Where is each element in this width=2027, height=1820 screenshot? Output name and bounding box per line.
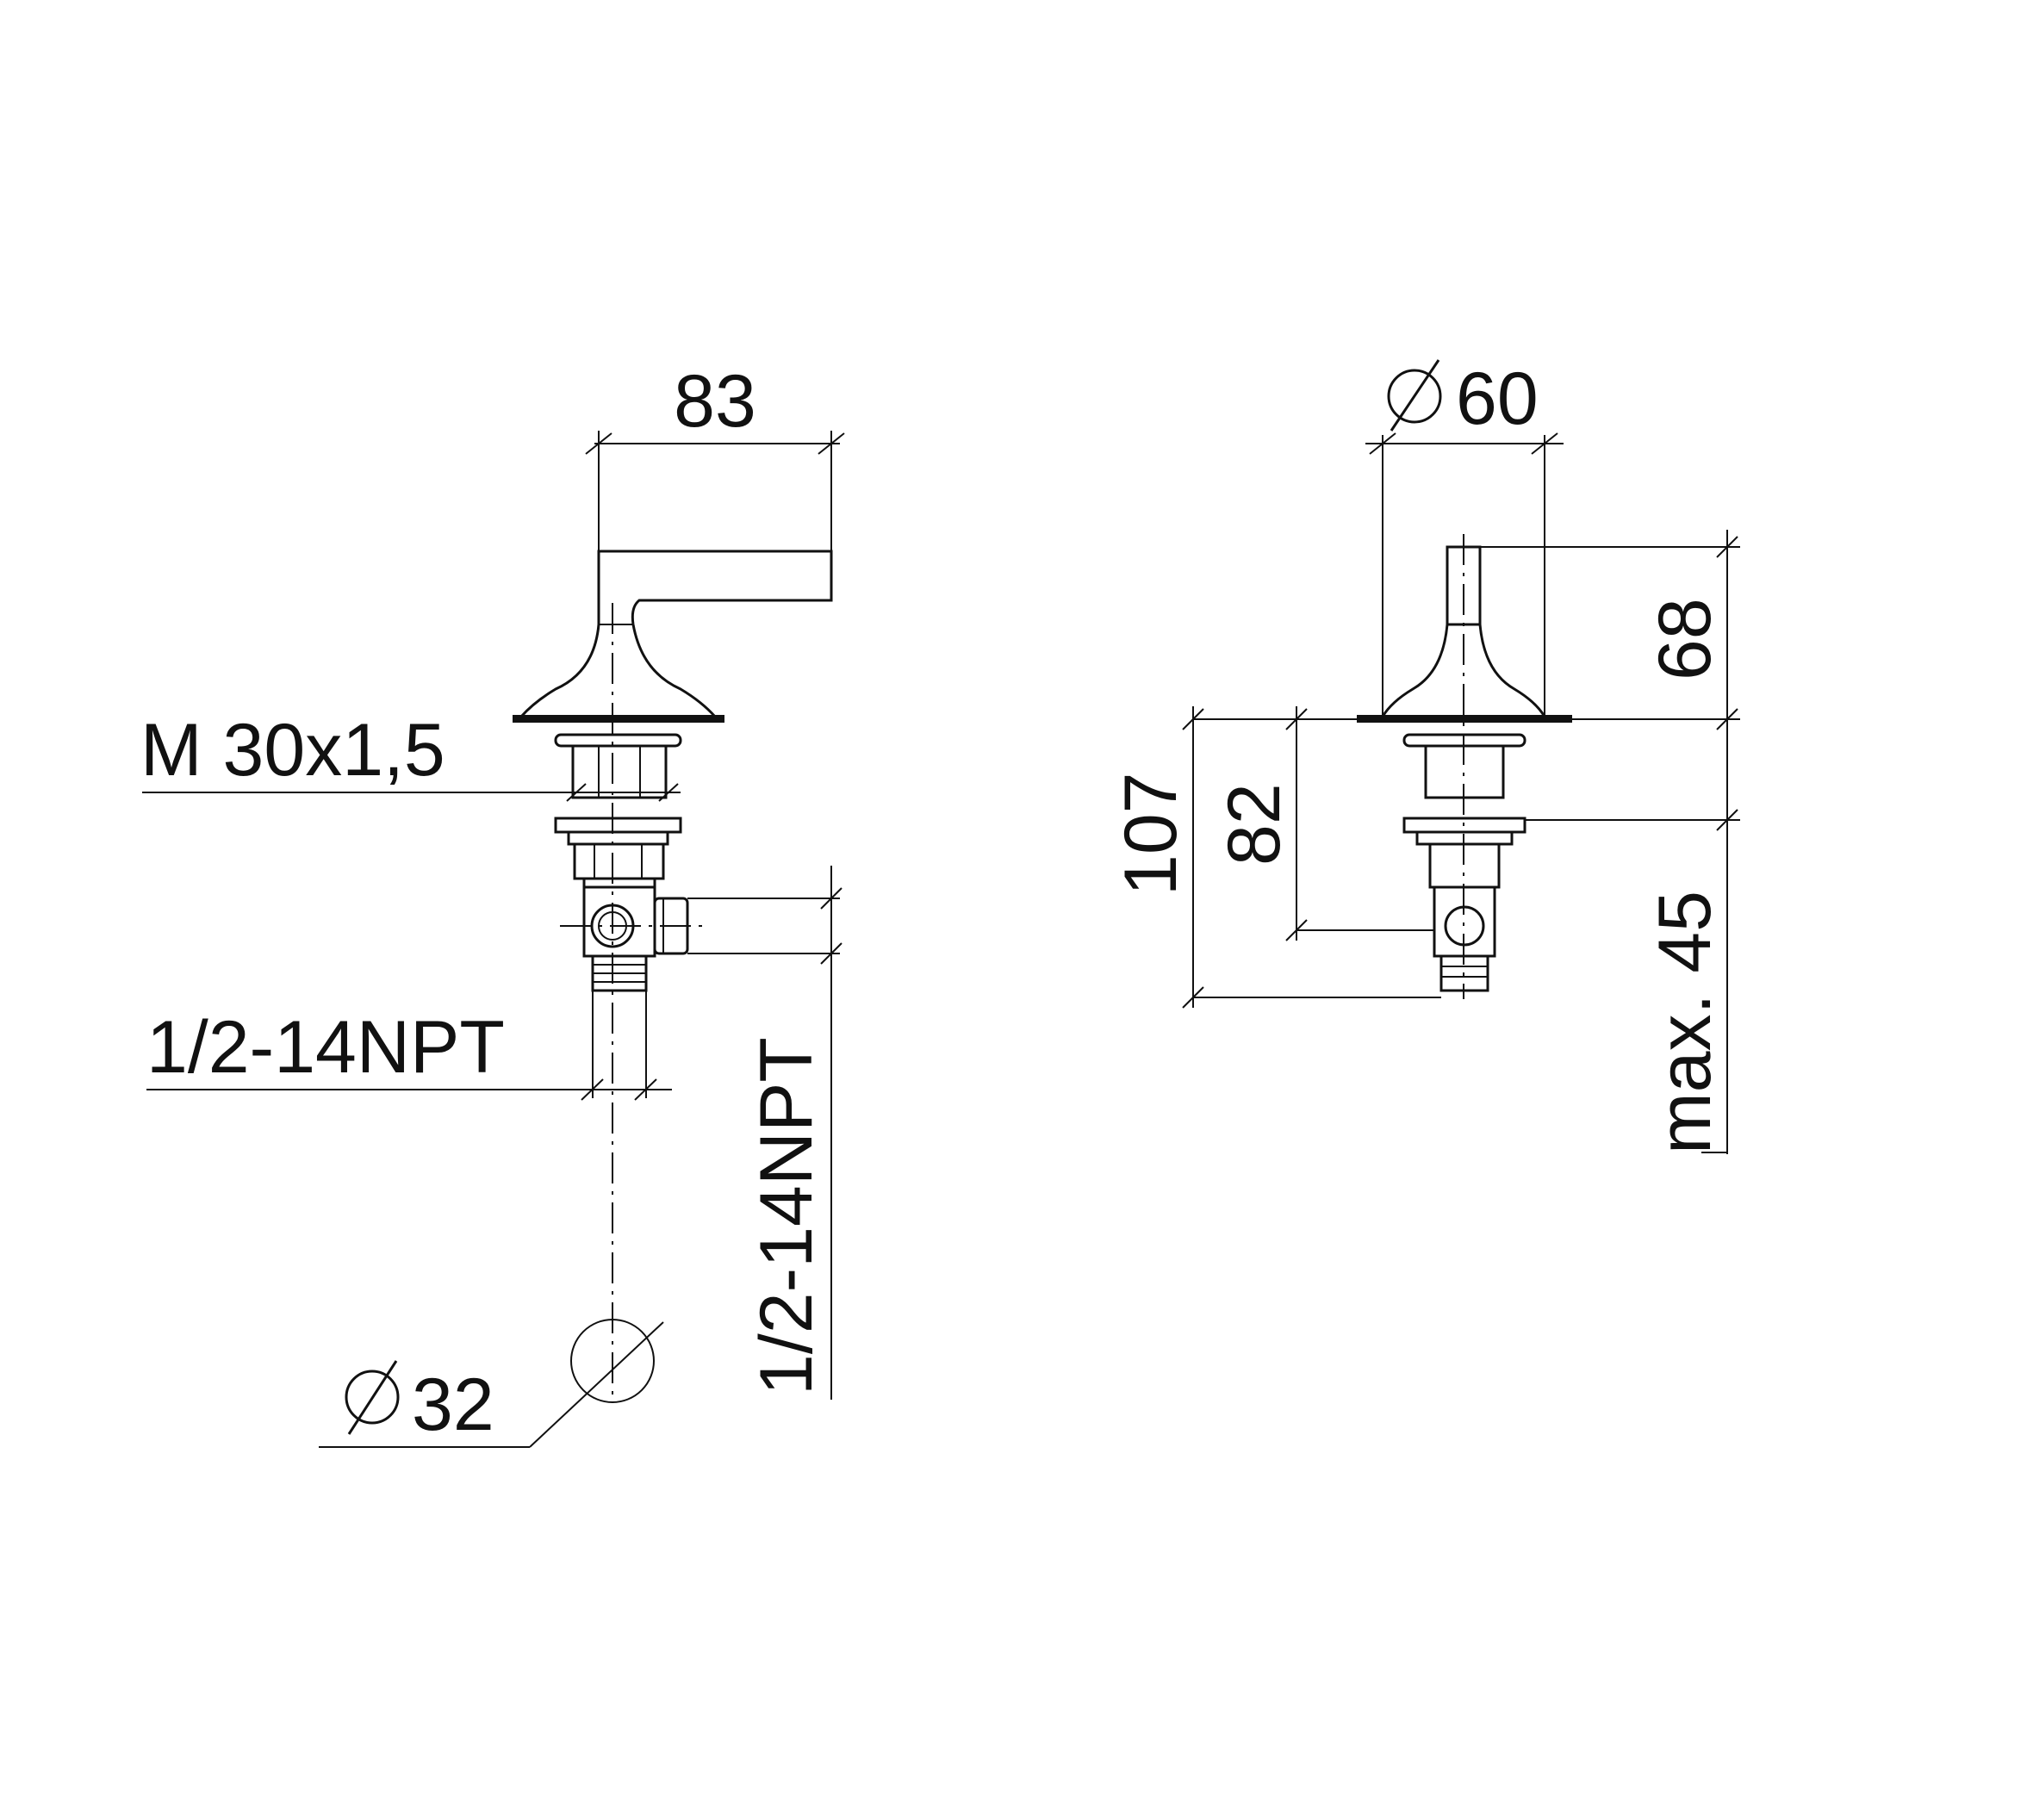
handle-neck-right — [631, 624, 717, 717]
base-plate — [513, 715, 724, 723]
mounting-hole — [570, 1319, 655, 1403]
dimension-tick — [820, 887, 843, 910]
handle-neck — [519, 624, 600, 717]
dimension-tick — [1182, 986, 1204, 1009]
handle-lever — [597, 550, 833, 625]
dimension-tick — [1182, 708, 1204, 730]
dim-hole-label: 32 — [412, 1363, 494, 1446]
dim-inlet-bottom-label: 1/2-14NPT — [146, 1006, 505, 1089]
mounting-nut-lower — [567, 830, 669, 846]
valve-body — [573, 842, 665, 880]
dimension-tick — [820, 942, 843, 965]
diameter-icon — [1387, 359, 1442, 432]
handle-neck — [1381, 624, 1449, 717]
dimension-tick — [1531, 432, 1558, 455]
side-view: 83 M 30x1,5 1/2-14NPT 1/2-14NPT 32 — [140, 360, 845, 1448]
dimension-tick — [566, 783, 587, 802]
shank — [571, 744, 668, 799]
dimension-tick — [634, 1078, 657, 1101]
dimension-tick — [1716, 536, 1738, 558]
washer — [554, 733, 682, 748]
dim-width-label: 83 — [674, 360, 756, 443]
dimension-tick — [1716, 809, 1738, 831]
base-plate — [1357, 715, 1572, 723]
dim-handle-height-label: 68 — [1644, 598, 1726, 680]
front-view: 60 68 max. 45 107 82 — [1110, 357, 1740, 1154]
dim-thread-label: M 30x1,5 — [140, 709, 445, 792]
dimension-tick — [581, 1078, 604, 1101]
dim-total-depth-label: 107 — [1110, 773, 1192, 897]
handle-neck-right — [1478, 624, 1546, 717]
dimension-tick — [585, 432, 612, 455]
dimension-tick — [818, 432, 845, 455]
dimension-tick — [658, 783, 679, 802]
dim-rosette-label: 60 — [1456, 357, 1539, 440]
diameter-icon — [345, 1360, 400, 1435]
dimension-tick — [1285, 708, 1308, 730]
dim-inlet-depth-label: 82 — [1213, 783, 1296, 866]
dimension-tick — [1285, 919, 1308, 941]
hole-leader — [529, 1321, 664, 1448]
dim-deck-label: max. 45 — [1644, 891, 1726, 1154]
dimension-tick — [1369, 432, 1396, 455]
dimension-tick — [1716, 708, 1738, 730]
dim-inlet-side-label: 1/2-14NPT — [745, 1037, 828, 1395]
mounting-nut — [554, 817, 682, 834]
